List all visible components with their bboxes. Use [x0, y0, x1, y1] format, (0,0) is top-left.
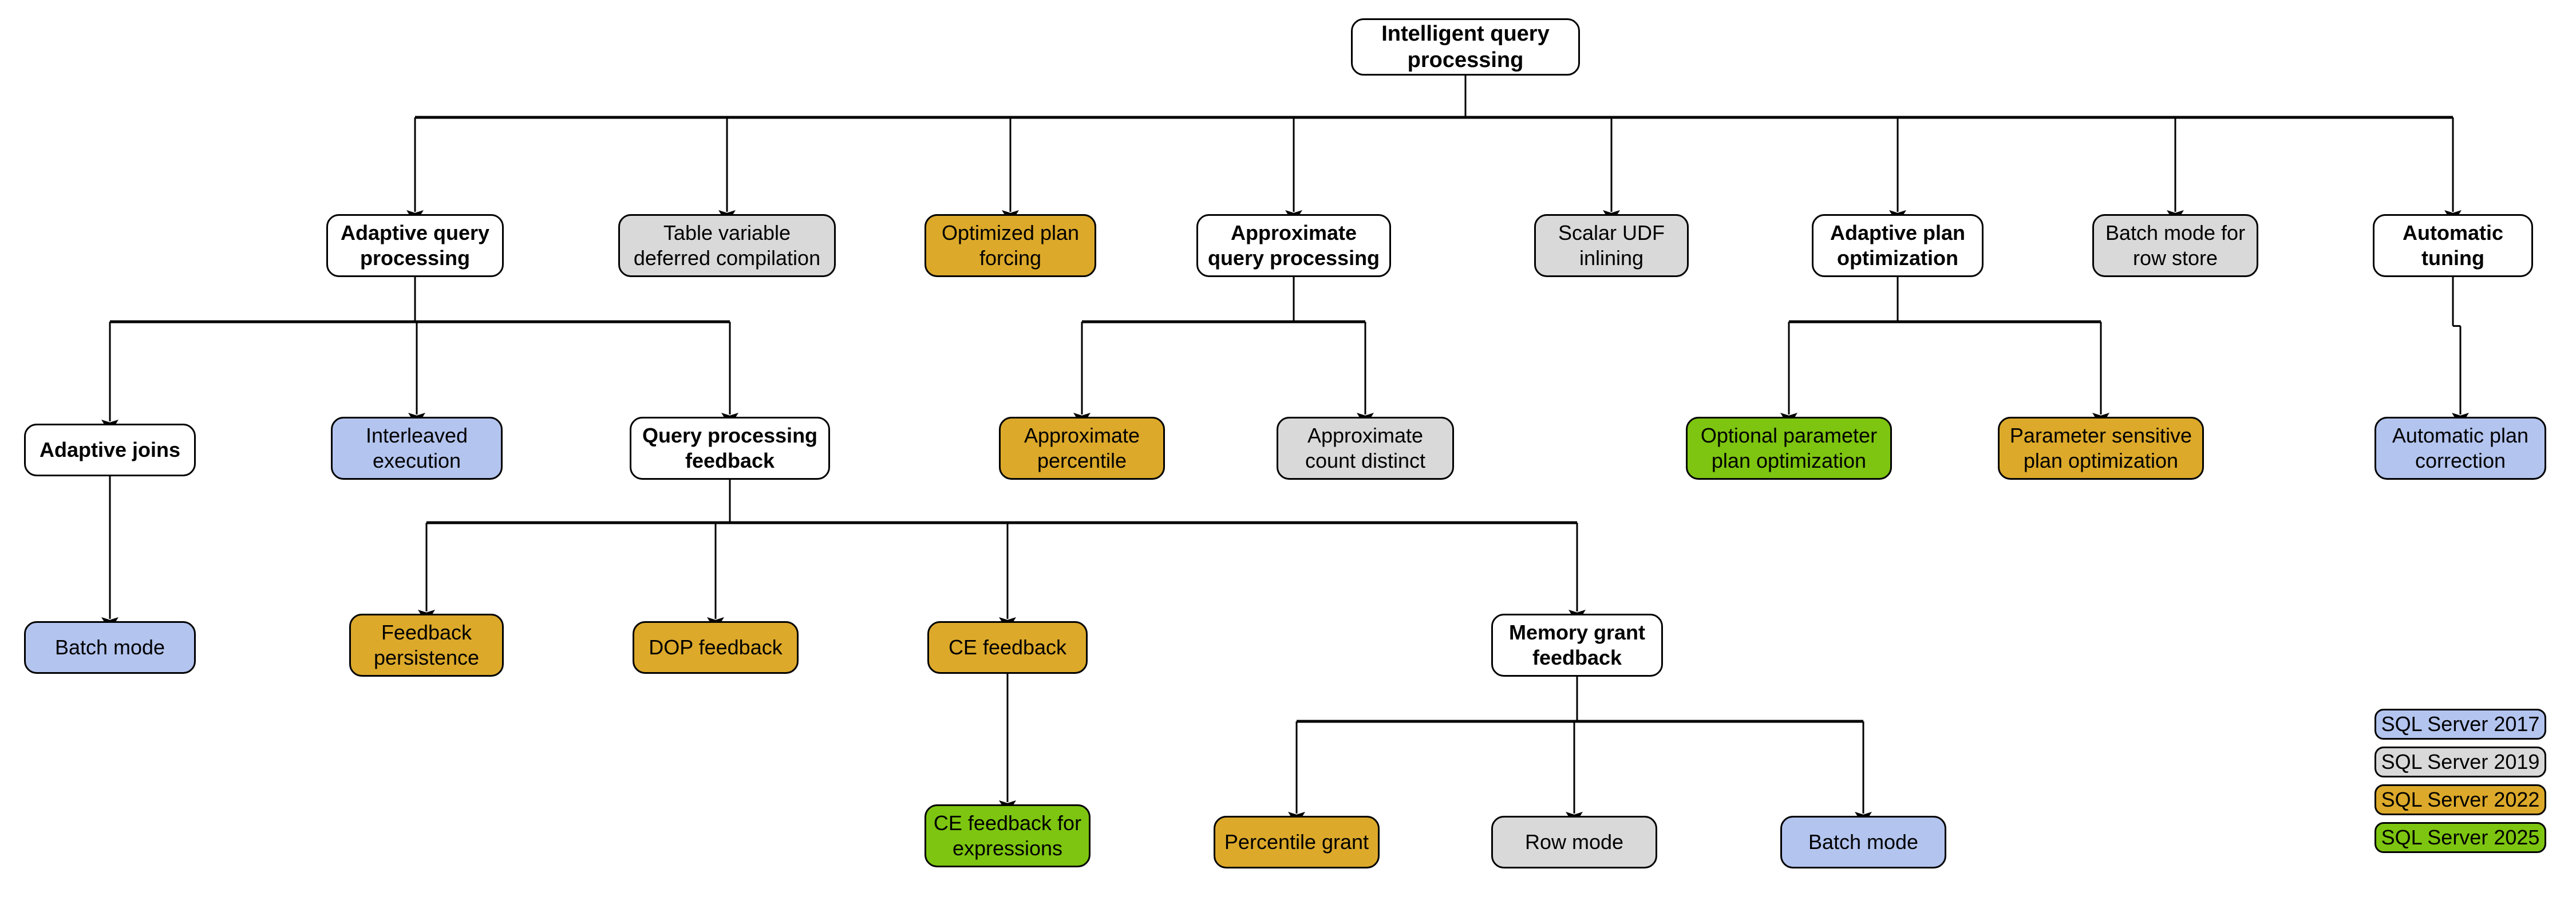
legend-item-2019: SQL Server 2019	[2374, 747, 2546, 777]
node-cefbexpr: CE feedback for expressions	[924, 804, 1091, 867]
node-qpf: Query processing feedback	[630, 417, 830, 480]
node-root: Intelligent query processing	[1351, 18, 1580, 76]
node-autotune: Automatic tuning	[2373, 214, 2533, 277]
node-opf: Optimized plan forcing	[924, 214, 1096, 277]
node-bmrs: Batch mode for row store	[2092, 214, 2258, 277]
node-apc: Automatic plan correction	[2374, 417, 2546, 480]
node-sudf: Scalar UDF inlining	[1534, 214, 1689, 277]
node-approxqp: Approximate query processing	[1196, 214, 1391, 277]
node-bmode2: Batch mode	[1780, 816, 1946, 868]
node-rmode: Row mode	[1491, 816, 1657, 868]
node-apct: Approximate percentile	[999, 417, 1165, 480]
node-pgrant: Percentile grant	[1214, 816, 1380, 868]
node-acd: Approximate count distinct	[1277, 417, 1454, 480]
node-ajoins: Adaptive joins	[24, 424, 196, 476]
node-pspo: Parameter sensitive plan optimization	[1998, 417, 2204, 480]
node-oppo: Optional parameter plan optimization	[1686, 417, 1892, 480]
node-dopfb: DOP feedback	[633, 621, 799, 674]
legend-item-2022: SQL Server 2022	[2374, 784, 2546, 815]
node-apo: Adaptive plan optimization	[1812, 214, 1984, 277]
node-tvdc: Table variable deferred compilation	[618, 214, 836, 277]
node-interl: Interleaved execution	[331, 417, 503, 480]
legend-item-2017: SQL Server 2017	[2374, 709, 2546, 740]
node-fpers: Feedback persistence	[349, 614, 504, 677]
node-aqp: Adaptive query processing	[326, 214, 504, 277]
node-mgf: Memory grant feedback	[1491, 614, 1663, 677]
legend-item-2025: SQL Server 2025	[2374, 822, 2546, 853]
node-cefb: CE feedback	[927, 621, 1088, 674]
node-bmode1: Batch mode	[24, 621, 196, 674]
